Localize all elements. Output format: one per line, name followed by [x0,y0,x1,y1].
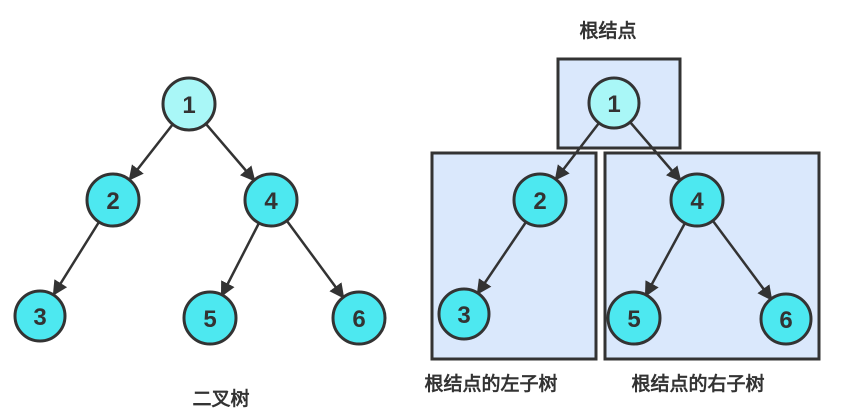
left-edge-1-4-arrow [205,123,256,182]
right-subtree-label: 根结点的右子树 [631,372,764,395]
left-edge-4-6-arrow [285,220,345,299]
right-tree-node-5-value: 5 [627,306,640,333]
left-tree-node-6-value: 6 [352,306,365,333]
right-edge-1-4-arrow [629,121,682,182]
right-tree-node-1 [587,76,641,130]
right-tree-node-2-value: 2 [533,188,546,215]
left-tree-node-5-value: 5 [203,306,216,333]
right-edge-4-5-arrow [644,222,687,297]
right-tree-node-6 [759,292,813,346]
right-tree-node-4 [669,172,725,228]
right-tree-node-3 [437,287,491,341]
left-tree-diagram: 1 2 3 4 5 6 二叉树 [13,76,387,410]
left-tree-node-5 [182,290,238,346]
left-tree-caption: 二叉树 [192,387,249,410]
right-edge-2-3-arrow [476,221,528,295]
left-edge-2-3-arrow [52,221,101,296]
left-tree-node-3-value: 3 [33,304,46,331]
right-tree-node-5 [606,290,662,346]
right-edge-1-2-arrow [554,122,600,181]
right-tree-node-3-value: 3 [457,302,470,329]
left-tree-node-4 [243,172,299,228]
left-tree-node-1-value: 1 [182,92,195,119]
right-tree-node-6-value: 6 [779,307,792,334]
root-node-label: 根结点 [579,19,636,42]
left-tree-node-1 [161,76,217,132]
left-tree-node-2 [85,172,141,228]
left-edge-1-2-arrow [128,123,174,181]
left-tree-node-3 [13,289,67,343]
right-edge-4-6-arrow [711,220,773,301]
right-tree-node-1-value: 1 [607,91,620,118]
right-tree-node-2 [512,172,568,228]
left-tree-node-6 [331,290,387,346]
left-tree-node-4-value: 4 [264,188,278,215]
left-subtree-label: 根结点的左子树 [424,372,557,395]
left-tree-node-2-value: 2 [106,188,119,215]
right-tree-node-4-value: 4 [690,188,704,215]
left-edge-4-5-arrow [220,222,261,298]
right-tree-diagram: 1 2 3 4 5 6 根结点 根结点的左子树 根结点的右子树 [424,19,821,395]
